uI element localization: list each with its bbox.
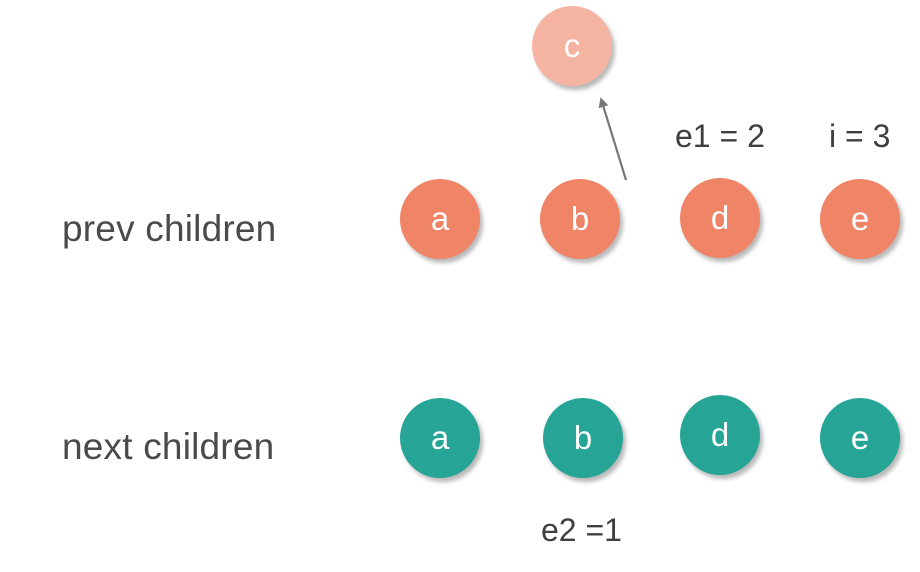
node-label: a (430, 199, 450, 237)
prev-node-b: b (540, 179, 620, 259)
arrow-line (598, 97, 628, 181)
next-node-b: b (543, 398, 623, 478)
node-label: e (850, 199, 870, 237)
next-node-e: e (820, 398, 900, 478)
node-label: d (710, 198, 730, 236)
node-label: a (430, 418, 450, 456)
annotation-i: i = 3 (829, 118, 891, 154)
node-label: d (710, 415, 730, 453)
annotation-e1: e1 = 2 (675, 118, 765, 154)
next-children-label: next children (62, 426, 275, 467)
prev-node-e: e (820, 179, 900, 259)
removed-node-c: c (532, 6, 612, 86)
prev-node-d: d (680, 178, 760, 258)
prev-children-label: prev children (62, 208, 277, 249)
annotation-e2: e2 =1 (541, 512, 622, 548)
node-label: e (850, 418, 870, 456)
node-label: b (570, 199, 590, 237)
next-node-a: a (400, 398, 480, 478)
next-node-d: d (680, 395, 760, 475)
node-label: b (573, 418, 593, 456)
prev-node-a: a (400, 179, 480, 259)
node-label: c (563, 26, 581, 64)
